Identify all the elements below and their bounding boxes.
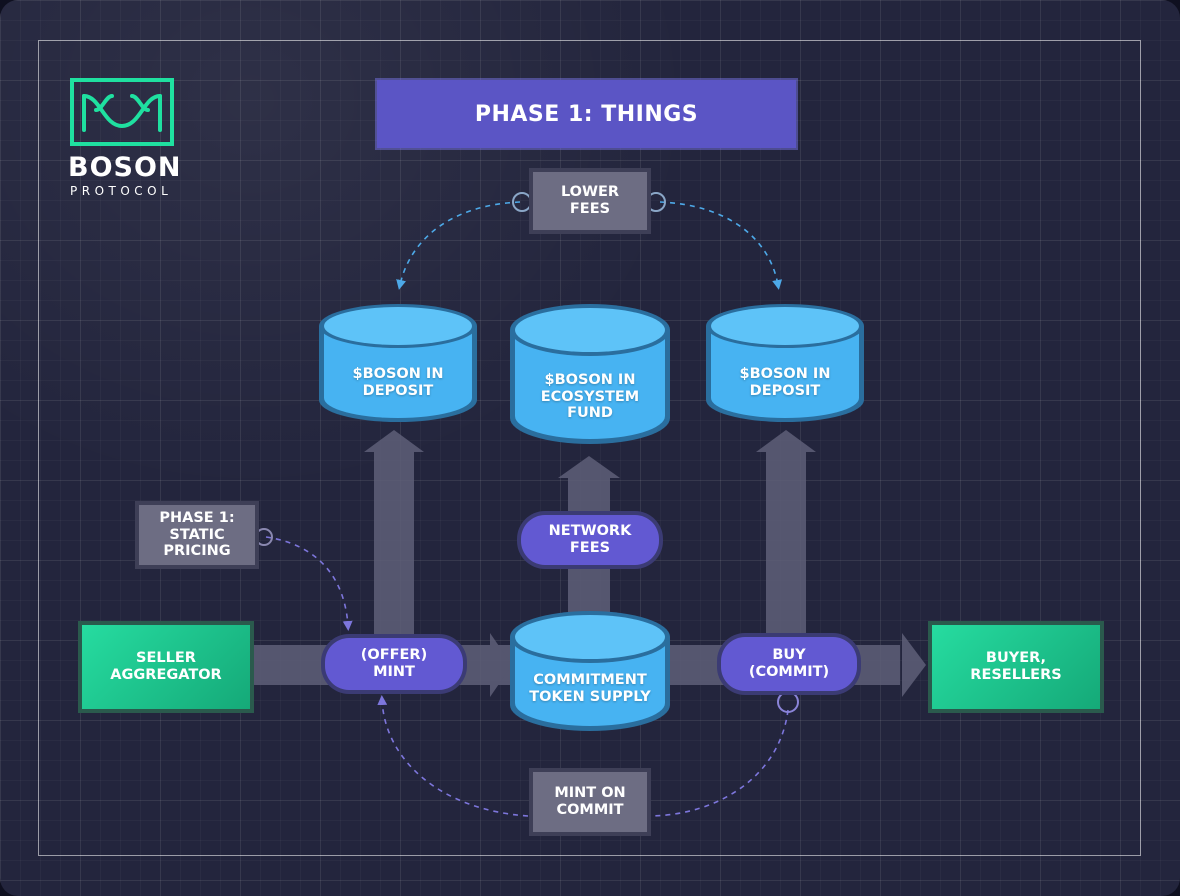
commitment-supply-label: COMMITMENT TOKEN SUPPLY [529,672,651,705]
page-title: PHASE 1: THINGS [377,80,796,148]
cylinder-ecosystem-fund [510,304,670,444]
up-arrow-left-shaft [374,450,414,645]
up-arrow-center-head [558,456,620,478]
deposit-right-label: $BOSON IN DEPOSIT [739,366,831,399]
arrow-head-to-supply [490,633,512,697]
up-arrow-left-head [364,430,424,452]
logo-frame [70,78,174,146]
buy-to-mint-on-commit [649,709,789,817]
cylinder-deposit-left [319,304,477,422]
network-fees-pill: NETWORK FEES [521,515,659,565]
static-pricing-box: PHASE 1: STATIC PRICING [139,505,255,565]
dot-lower-fees-left [512,192,532,212]
boson-logo-icon [82,94,162,132]
dot-buy-commit [777,691,799,713]
buy-commit-pill: BUY (COMMIT) [721,637,857,691]
cylinder-deposit-right [706,304,864,422]
static-pricing-to-mint [265,536,353,631]
mint-on-commit-box: MINT ON COMMIT [533,772,647,832]
ecosystem-fund-label: $BOSON IN ECOSYSTEM FUND [540,371,640,422]
arrow-head-to-buyer [902,633,926,697]
up-arrow-right-head [756,430,816,452]
buyer-resellers-box: BUYER, RESELLERS [932,625,1100,709]
dot-static-pricing [255,528,273,546]
deposit-left-label: $BOSON IN DEPOSIT [352,366,444,399]
seller-aggregator-box: SELLER AGGREGATOR [82,625,250,709]
dot-lower-fees-right [646,192,666,212]
connector-dots [255,192,799,713]
offer-mint-pill: (OFFER) MINT [325,638,463,690]
cylinder-commitment-supply [510,611,670,731]
lower-fees-box: LOWER FEES [533,172,647,230]
lower-fees-to-right-deposit [659,201,783,290]
logo-name: BOSON [68,152,182,183]
mint-on-commit-to-mint [377,695,529,817]
dashed-connectors [265,201,789,817]
logo-subtitle: PROTOCOL [70,184,173,198]
up-arrow-right-shaft [766,450,806,645]
lower-fees-to-left-deposit [396,201,521,290]
diagram-frame [38,40,1141,856]
